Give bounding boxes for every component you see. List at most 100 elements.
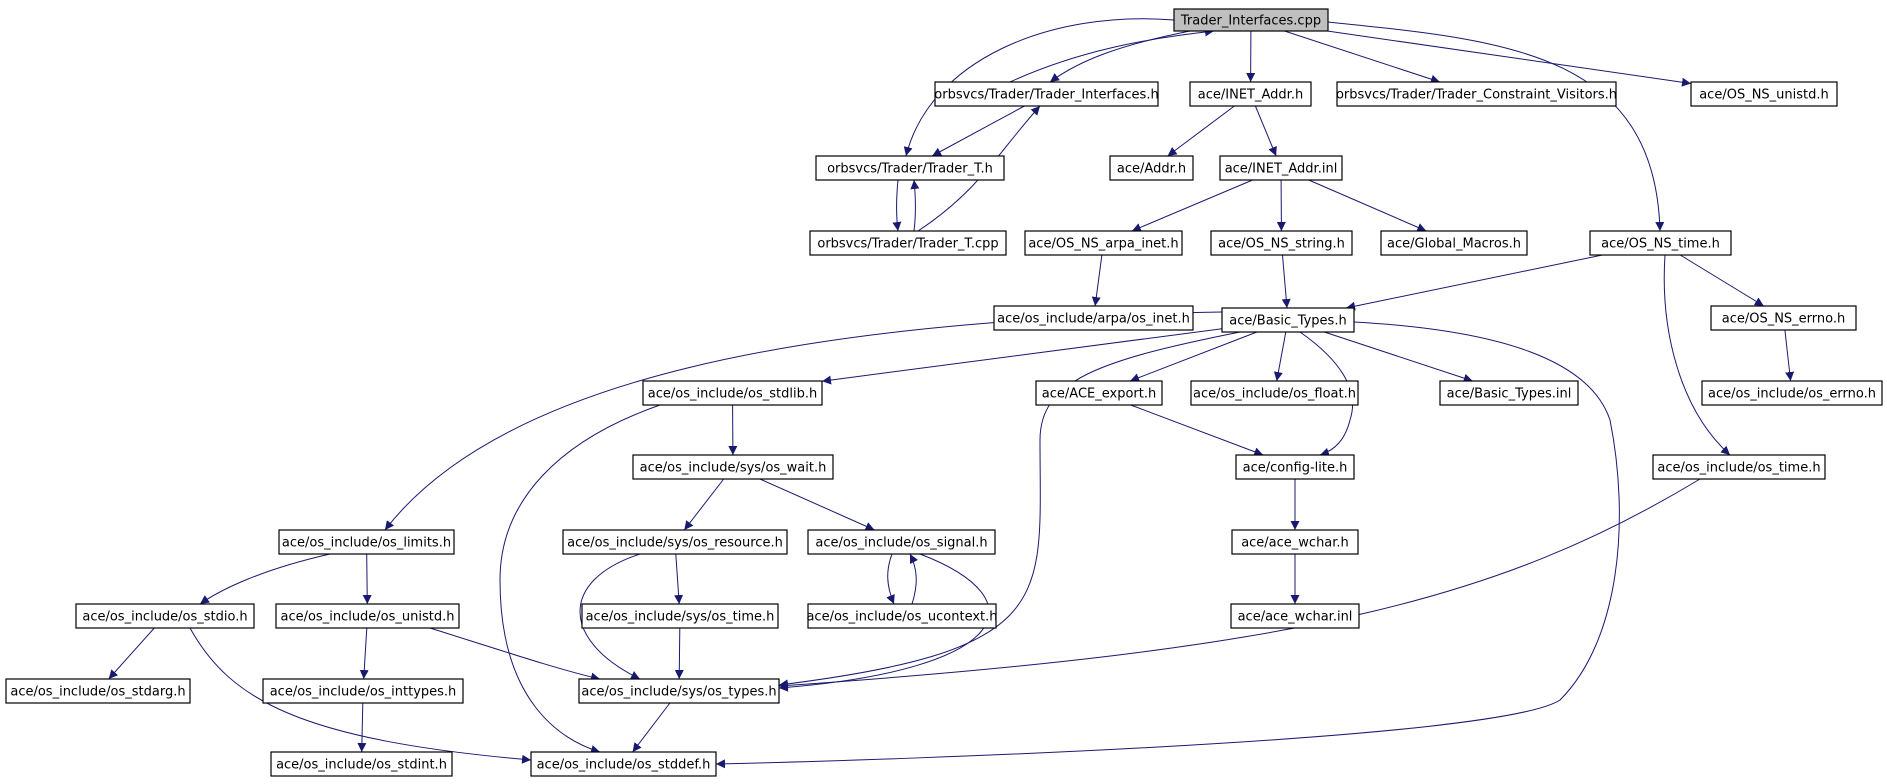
node-box[interactable] (642, 380, 823, 406)
edge-inet_addr_inl-to-os_ns_arpa_inet (1131, 179, 1253, 232)
node-box[interactable] (1035, 380, 1163, 406)
node-box[interactable] (1439, 380, 1579, 406)
node-ace-wchar-h[interactable]: ace/ace_wchar.h (1231, 529, 1359, 555)
node-trader-t-h[interactable]: orbsvcs/Trader/Trader_T.h (815, 155, 1005, 181)
node-box[interactable] (1701, 380, 1883, 406)
node-os-stdlib[interactable]: ace/os_include/os_stdlib.h (642, 380, 823, 406)
node-box[interactable] (1109, 155, 1194, 181)
node-os-ns-arpa-inet[interactable]: ace/OS_NS_arpa_inet.h (1024, 230, 1183, 256)
node-label: orbsvcs/Trader/Trader_Constraint_Visitor… (1336, 88, 1617, 103)
node-box[interactable] (807, 529, 996, 555)
node-os-ns-errno[interactable]: ace/OS_NS_errno.h (1710, 305, 1857, 331)
node-os-stdio[interactable]: ace/os_include/os_stdio.h (75, 603, 255, 629)
node-box[interactable] (809, 230, 1007, 256)
node-box[interactable] (1589, 230, 1732, 256)
node-box[interactable] (581, 603, 779, 629)
node-root[interactable]: Trader_Interfaces.cpp (1173, 8, 1329, 32)
node-label: ace/os_include/os_stdlib.h (648, 387, 817, 402)
node-box[interactable] (1210, 230, 1353, 256)
node-os-ns-time[interactable]: ace/OS_NS_time.h (1589, 230, 1732, 256)
node-os-signal[interactable]: ace/os_include/os_signal.h (807, 529, 996, 555)
node-os-inttypes[interactable]: ace/os_include/os_inttypes.h (262, 678, 464, 704)
node-box[interactable] (562, 529, 788, 555)
node-inet-addr-h[interactable]: ace/INET_Addr.h (1189, 81, 1312, 107)
node-box[interactable] (993, 305, 1194, 331)
edge-os_limits-to-os_unistd (362, 553, 372, 605)
edge-os_signal-to-sys_os_types (778, 553, 990, 692)
node-box[interactable] (5, 678, 191, 704)
node-box[interactable] (1190, 380, 1359, 406)
node-os-stdint[interactable]: ace/os_include/os_stdint.h (270, 751, 453, 777)
node-os-limits[interactable]: ace/os_include/os_limits.h (278, 529, 455, 555)
node-box[interactable] (934, 81, 1159, 107)
node-box[interactable] (262, 678, 464, 704)
node-os-ns-string[interactable]: ace/OS_NS_string.h (1210, 230, 1353, 256)
node-label: ace/os_include/sys/os_wait.h (640, 461, 827, 476)
node-box[interactable] (270, 751, 453, 777)
node-box[interactable] (1690, 81, 1838, 107)
node-sys-os-types[interactable]: ace/os_include/sys/os_types.h (578, 678, 780, 704)
node-constraint-visitors[interactable]: orbsvcs/Trader/Trader_Constraint_Visitor… (1336, 81, 1617, 107)
node-box[interactable] (1231, 529, 1359, 555)
node-box[interactable] (278, 529, 455, 555)
node-box[interactable] (1221, 307, 1355, 333)
edge-os_ns_arpa_inet-to-arpa_os_inet (1091, 254, 1103, 307)
node-config-lite[interactable]: ace/config-lite.h (1235, 454, 1355, 480)
node-os-ns-unistd[interactable]: ace/OS_NS_unistd.h (1690, 81, 1838, 107)
node-trader-t-cpp[interactable]: orbsvcs/Trader/Trader_T.cpp (809, 230, 1007, 256)
node-label: ace/os_include/sys/os_types.h (581, 685, 776, 700)
node-sys-os-wait[interactable]: ace/os_include/sys/os_wait.h (632, 454, 834, 480)
edge-inet_addr_inl-to-global_macros (1308, 179, 1427, 232)
edge-root-to-trader_interfaces_h (1049, 30, 1191, 83)
node-trader-interfaces-h[interactable]: orbsvcs/Trader/Trader_Interfaces.h (934, 81, 1159, 107)
node-os-stddef[interactable]: ace/os_include/os_stddef.h (530, 751, 717, 777)
node-box[interactable] (1189, 81, 1312, 107)
node-arpa-os-inet[interactable]: ace/os_include/arpa/os_inet.h (993, 305, 1194, 331)
node-box[interactable] (1235, 454, 1355, 480)
node-os-stdarg[interactable]: ace/os_include/os_stdarg.h (5, 678, 191, 704)
node-label: ace/os_include/os_inttypes.h (270, 685, 457, 700)
edge-os_ucontext-to-os_signal (909, 553, 919, 605)
node-inet-addr-inl[interactable]: ace/INET_Addr.inl (1219, 155, 1343, 181)
node-label: ace/os_include/os_limits.h (282, 536, 451, 551)
node-box[interactable] (530, 751, 717, 777)
node-label: ace/os_include/os_signal.h (815, 536, 987, 551)
edge-inet_addr_h-to-addr_h (1167, 105, 1235, 157)
node-label: ace/os_include/os_time.h (1657, 461, 1820, 476)
node-label: ace/Basic_Types.inl (1447, 387, 1572, 402)
node-label: ace/INET_Addr.inl (1225, 162, 1338, 177)
node-box[interactable] (1219, 155, 1343, 181)
node-box[interactable] (807, 603, 997, 629)
node-box[interactable] (578, 678, 780, 704)
node-label: ace/os_include/os_ucontext.h (806, 610, 997, 625)
node-os-errno[interactable]: ace/os_include/os_errno.h (1701, 380, 1883, 406)
edge-trader_interfaces_h-to-root (1009, 27, 1215, 83)
node-ace-wchar-inl[interactable]: ace/ace_wchar.inl (1230, 603, 1360, 629)
node-sys-os-time[interactable]: ace/os_include/sys/os_time.h (581, 603, 779, 629)
node-basic-types-h[interactable]: ace/Basic_Types.h (1221, 307, 1355, 333)
node-label: orbsvcs/Trader/Trader_Interfaces.h (934, 88, 1158, 103)
node-box[interactable] (1024, 230, 1183, 256)
node-box[interactable] (275, 603, 460, 629)
node-box[interactable] (632, 454, 834, 480)
node-box[interactable] (815, 155, 1005, 181)
node-box[interactable] (1173, 8, 1329, 32)
node-box[interactable] (75, 603, 255, 629)
node-box[interactable] (1380, 230, 1528, 256)
node-sys-os-resource[interactable]: ace/os_include/sys/os_resource.h (562, 529, 788, 555)
node-os-ucontext[interactable]: ace/os_include/os_ucontext.h (806, 603, 998, 629)
node-box[interactable] (1652, 454, 1826, 480)
node-box[interactable] (1230, 603, 1360, 629)
node-addr-h[interactable]: ace/Addr.h (1109, 155, 1194, 181)
node-box[interactable] (1710, 305, 1857, 331)
node-ace-export[interactable]: ace/ACE_export.h (1035, 380, 1163, 406)
node-os-float[interactable]: ace/os_include/os_float.h (1190, 380, 1359, 406)
node-label: ace/os_include/os_stdint.h (276, 758, 447, 773)
edge-os_ns_string-to-basic_types_h (1281, 254, 1291, 309)
node-basic-types-inl[interactable]: ace/Basic_Types.inl (1439, 380, 1579, 406)
node-box[interactable] (1336, 81, 1617, 107)
edge-basic_types_h-to-config_lite (1299, 331, 1354, 457)
node-os-unistd[interactable]: ace/os_include/os_unistd.h (275, 603, 460, 629)
node-global-macros[interactable]: ace/Global_Macros.h (1380, 230, 1528, 256)
node-os-time[interactable]: ace/os_include/os_time.h (1652, 454, 1826, 480)
